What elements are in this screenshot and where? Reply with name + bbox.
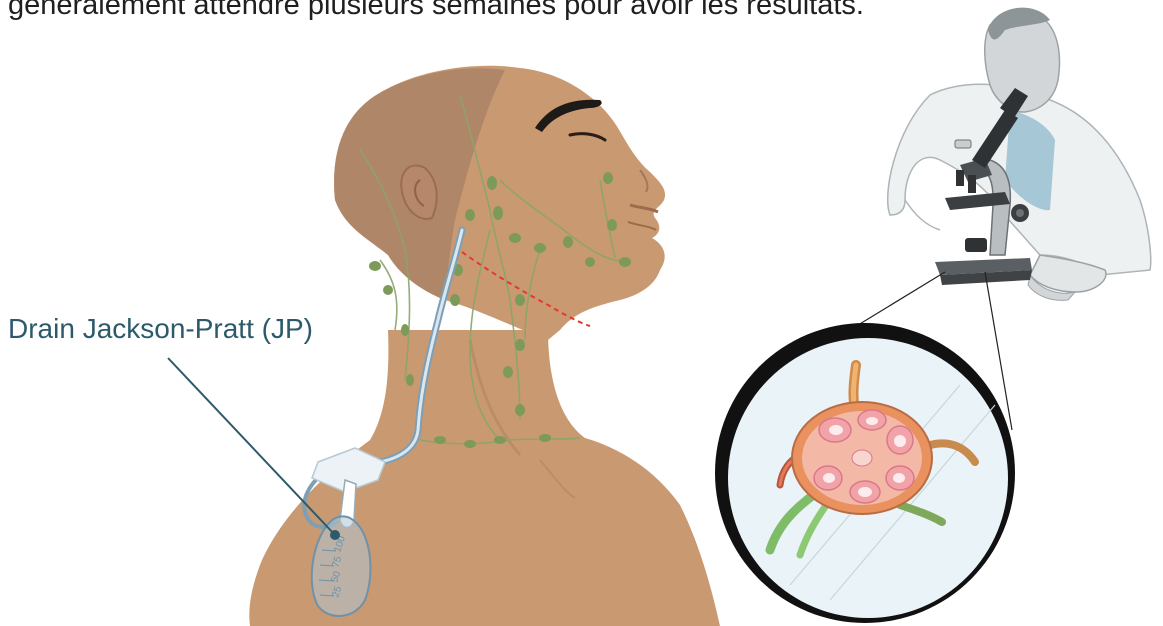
drain-label: Drain Jackson-Pratt (JP) [8, 312, 313, 346]
magnifier [715, 323, 1015, 623]
scientist-with-microscope [888, 8, 1151, 301]
callout-dot [330, 530, 340, 540]
callout-leader-line [168, 358, 335, 535]
coat-fold [905, 200, 940, 230]
